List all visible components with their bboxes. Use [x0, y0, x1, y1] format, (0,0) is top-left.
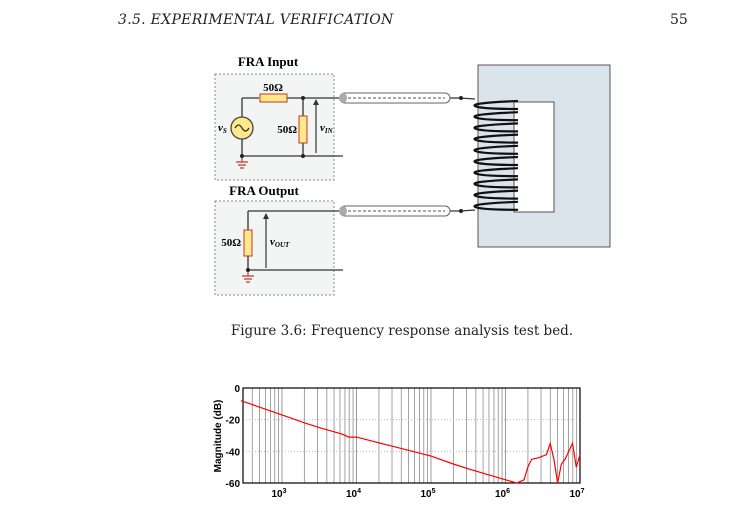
ground-icon	[242, 270, 254, 283]
page-number: 55	[670, 12, 688, 28]
circuit-diagram: FRA Input FRA Output 50Ω 50Ω 50Ω vS vIN …	[214, 54, 611, 296]
winding-turn	[473, 167, 519, 178]
magnitude-chart: Magnitude (dB) 0 -20 -40 -60 103 104 105 106 107	[213, 384, 585, 500]
series-resistor-label: 50Ω	[263, 82, 283, 94]
transformer-winding	[473, 99, 519, 211]
output-resistor	[243, 229, 253, 257]
fra-input-title: FRA Input	[238, 54, 299, 69]
winding-turn	[473, 155, 519, 167]
winding-turn	[473, 111, 519, 122]
vin-label: vIN	[320, 122, 334, 135]
x-tick-label: 105	[420, 488, 435, 500]
x-tick-label: 104	[346, 488, 361, 500]
series-resistor	[259, 93, 288, 103]
y-tick-label: -40	[226, 447, 241, 458]
running-header: 3.5. EXPERIMENTAL VERIFICATION	[118, 12, 394, 28]
y-tick-label: 0	[234, 384, 240, 395]
winding-turn	[473, 200, 519, 211]
core-window	[513, 101, 555, 213]
plot-frame	[242, 387, 581, 484]
winding-turn	[473, 144, 519, 155]
magnitude-series-line	[240, 400, 581, 484]
winding-turn	[473, 178, 519, 189]
fra-output-title: FRA Output	[229, 183, 299, 198]
shunt-resistor-label: 50Ω	[277, 124, 297, 136]
vs-label: vS	[218, 122, 227, 135]
y-axis-label: Magnitude (dB)	[213, 400, 224, 473]
x-tick-label: 106	[495, 488, 510, 500]
shunt-resistor-input	[298, 115, 308, 144]
figure-caption: Figure 3.6: Frequency response analysis …	[230, 323, 574, 339]
winding-turn	[473, 122, 519, 133]
winding-turn	[473, 189, 519, 200]
output-resistor-label: 50Ω	[221, 237, 241, 249]
ground-icon	[236, 156, 248, 169]
x-tick-label: 107	[569, 488, 584, 500]
vout-label: vOUT	[270, 236, 290, 249]
winding-turn	[473, 133, 519, 144]
x-tick-label: 103	[271, 488, 286, 500]
y-tick-label: -60	[226, 479, 241, 490]
y-tick-label: -20	[226, 416, 241, 427]
fra-output-box	[214, 200, 335, 296]
winding-turn	[473, 99, 519, 111]
